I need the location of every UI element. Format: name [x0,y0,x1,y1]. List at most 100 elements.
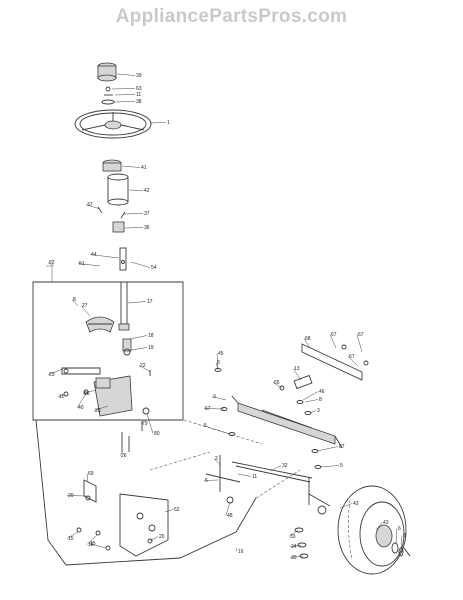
steering-shaft [118,281,130,331]
callout-label: 11 [252,474,257,480]
callout-label: 15 [68,536,74,542]
callout-label: 34 [291,544,297,550]
callout-label: 80 [154,431,160,437]
callout-label: 15 [90,541,96,547]
callout-label: 20 [68,493,74,499]
front-axle [231,395,343,449]
callout-label: 67 [331,332,337,338]
callout-leader [319,465,340,468]
callout-leader [216,353,219,369]
sector-bracket [93,375,133,417]
pinion-gear [122,338,132,356]
callout-label: 46 [319,389,325,395]
callout-leader [128,189,144,191]
callout-label: 32 [282,463,288,469]
callout-label: 26 [121,453,127,459]
callout-label: 17 [147,299,153,305]
callout-label: 8 [319,397,322,403]
sector-gear [85,316,115,333]
steering-wheel [74,109,152,139]
callout-label: 5 [204,423,207,429]
drag-link [35,419,301,566]
callout-label: 1 [167,120,170,126]
callout-label: 11 [136,92,141,98]
callout-leader [71,299,79,307]
callout-leader [66,531,79,539]
callout-label: 27 [82,303,88,309]
callout-label: 51 [79,261,85,267]
callout-leader [124,227,144,229]
callout-leader [237,473,252,477]
callout-label: 82 [49,260,55,266]
callout-label: 87 [339,444,345,450]
callout-leader [395,528,398,544]
callout-leader [203,479,219,481]
callout-leader [225,501,231,516]
axle-pivot-tube [279,374,313,391]
callout-label: 35 [291,555,297,561]
callout-leader [202,425,231,435]
callout-leader [85,204,101,210]
callout-label: 33 [290,534,296,540]
callout-label: 42 [144,188,150,194]
callout-leader [130,261,151,268]
callout-label: 43 [353,501,359,507]
callout-label: 5 [340,463,343,469]
callout-label: 2 [215,456,218,462]
callout-label: 3 [213,394,216,400]
callout-label: 66 [84,391,90,397]
watermark: AppliancePartsPros.com [115,6,348,27]
callout-label: 20 [159,534,165,540]
callout-label: 16 [238,549,244,555]
callout-leader [304,399,319,403]
callout-label: 65 [274,380,280,386]
axle-bracket-upper [301,343,369,381]
callout-leader [215,362,219,371]
callout-leader [339,503,353,509]
callout-leader [86,473,89,483]
pivot-bar [61,367,101,375]
callout-leader [288,529,299,537]
callout-leader [113,101,136,103]
callout-label: 6 [398,526,401,532]
callout-leader [149,536,159,542]
tie-rod [231,461,313,483]
spindle-washers [294,527,309,559]
callout-leader [114,94,136,96]
callout-leader [309,410,317,414]
callout-label: 13 [294,366,300,372]
callout-leader [127,301,147,304]
callout-leader [329,334,337,349]
callout-leader [289,555,304,558]
callout-leader [86,534,98,545]
callout-label: 8 [73,297,76,303]
steering-column-sleeve [107,173,129,206]
callout-leader [80,305,91,317]
steering-shaft-upper [119,247,127,271]
callout-leader [47,368,64,375]
callout-label: 23 [49,372,55,378]
callout-leader [88,543,107,549]
callout-leader [77,263,101,267]
callout-leader [130,347,148,351]
callout-leader [47,262,55,267]
callout-label: 45 [218,351,224,357]
callout-label: 67 [358,332,364,338]
callout-leader [235,547,238,552]
callout-leader [272,382,283,389]
drag-link-bracket [83,479,169,557]
callout-label: 67 [205,406,211,412]
callout-leader [66,495,87,497]
callout-label: 54 [151,265,157,271]
callout-label: 40 [78,405,84,411]
callout-leader [203,408,225,410]
spindle-right [308,478,331,515]
callout-leader [316,446,339,452]
callout-leader [146,413,154,434]
callout-label: 37 [144,211,150,217]
callout-label: 48 [227,513,233,519]
callout-label: 68 [305,336,311,342]
callout-layer: 3963113814142373736824451541782718192223… [47,73,406,561]
steering-bushing [102,159,122,172]
callout-leader [93,405,109,411]
